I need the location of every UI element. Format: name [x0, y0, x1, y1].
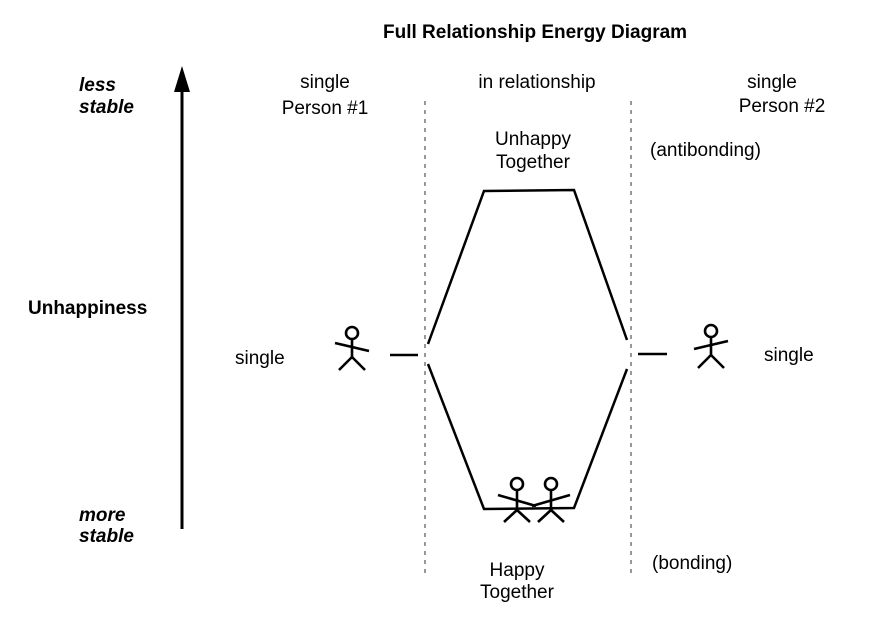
bonding-tag: (bonding) — [652, 553, 733, 574]
stick-figure-icon — [334, 325, 370, 371]
antibonding-label-line2: Together — [496, 152, 570, 173]
axis-bottom-label-line2: stable — [79, 526, 134, 547]
bonding-label-line2: Together — [480, 582, 554, 603]
bonding-label-line1: Happy — [489, 560, 545, 581]
column-right-line1: single — [747, 72, 797, 93]
diagram-title: Full Relationship Energy Diagram — [383, 22, 688, 43]
axis-top-label-line1: less — [79, 75, 116, 96]
stick-figure-couple-icon — [497, 476, 571, 523]
antibonding-tag: (antibonding) — [650, 140, 761, 161]
antibonding-label-line1: Unhappy — [494, 129, 572, 150]
axis-top-label-line2: stable — [79, 97, 134, 118]
right-single-label: single — [764, 345, 814, 366]
left-single-label: single — [235, 348, 285, 369]
stick-figure-icon — [693, 323, 729, 369]
axis-label: Unhappiness — [28, 298, 148, 319]
antibonding-level — [426, 188, 629, 345]
column-right-line2: Person #2 — [738, 96, 826, 117]
axis-bottom-label-line1: more — [79, 505, 126, 526]
column-left-line1: single — [300, 72, 350, 93]
column-left-line2: Person #1 — [281, 98, 369, 119]
arrow-up-icon — [174, 66, 190, 529]
bonding-level — [426, 363, 629, 511]
column-middle: in relationship — [478, 72, 596, 93]
